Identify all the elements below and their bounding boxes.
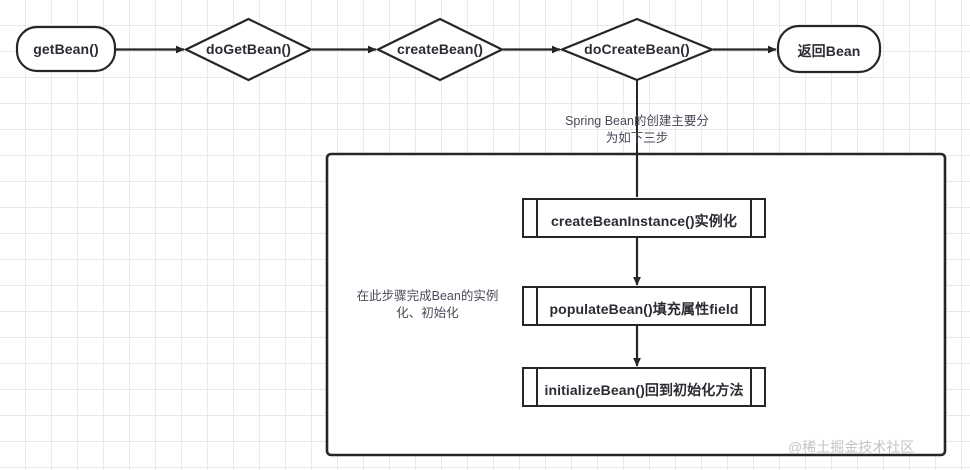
step3-label: initializeBean()回到初始化方法 xyxy=(544,382,744,398)
watermark: @稀土掘金技术社区 xyxy=(788,439,915,455)
step2-shape[interactable] xyxy=(522,286,766,326)
branch-note-line1: Spring Bean的创建主要分 xyxy=(565,114,709,128)
node-getbean-label: getBean() xyxy=(33,41,99,57)
container-note-line1: 在此步骤完成Bean的实例 xyxy=(356,289,499,303)
step3-shape[interactable] xyxy=(522,367,766,407)
node-createbean-label: createBean() xyxy=(396,41,483,57)
node-returnbean-shape[interactable] xyxy=(776,24,882,74)
step1-shape[interactable] xyxy=(522,198,766,238)
container-note: 在此步骤完成Bean的实例 化、初始化 xyxy=(340,288,515,322)
branch-note-line2: 为如下三步 xyxy=(605,131,669,145)
container-note-line2: 化、初始化 xyxy=(396,306,459,320)
node-docreatebean-label: doCreateBean() xyxy=(584,41,690,57)
branch-note: Spring Bean的创建主要分 为如下三步 xyxy=(537,113,737,147)
node-dogetbean-label: doGetBean() xyxy=(205,41,292,57)
node-getbean-shape[interactable] xyxy=(15,25,117,73)
step2-label: populateBean()填充属性field xyxy=(549,301,739,317)
node-returnbean-label: 返回Bean xyxy=(797,43,861,59)
node-createbean-shape[interactable] xyxy=(375,17,505,82)
step1-label: createBeanInstance()实例化 xyxy=(551,213,737,229)
node-dogetbean-shape[interactable] xyxy=(183,17,314,82)
